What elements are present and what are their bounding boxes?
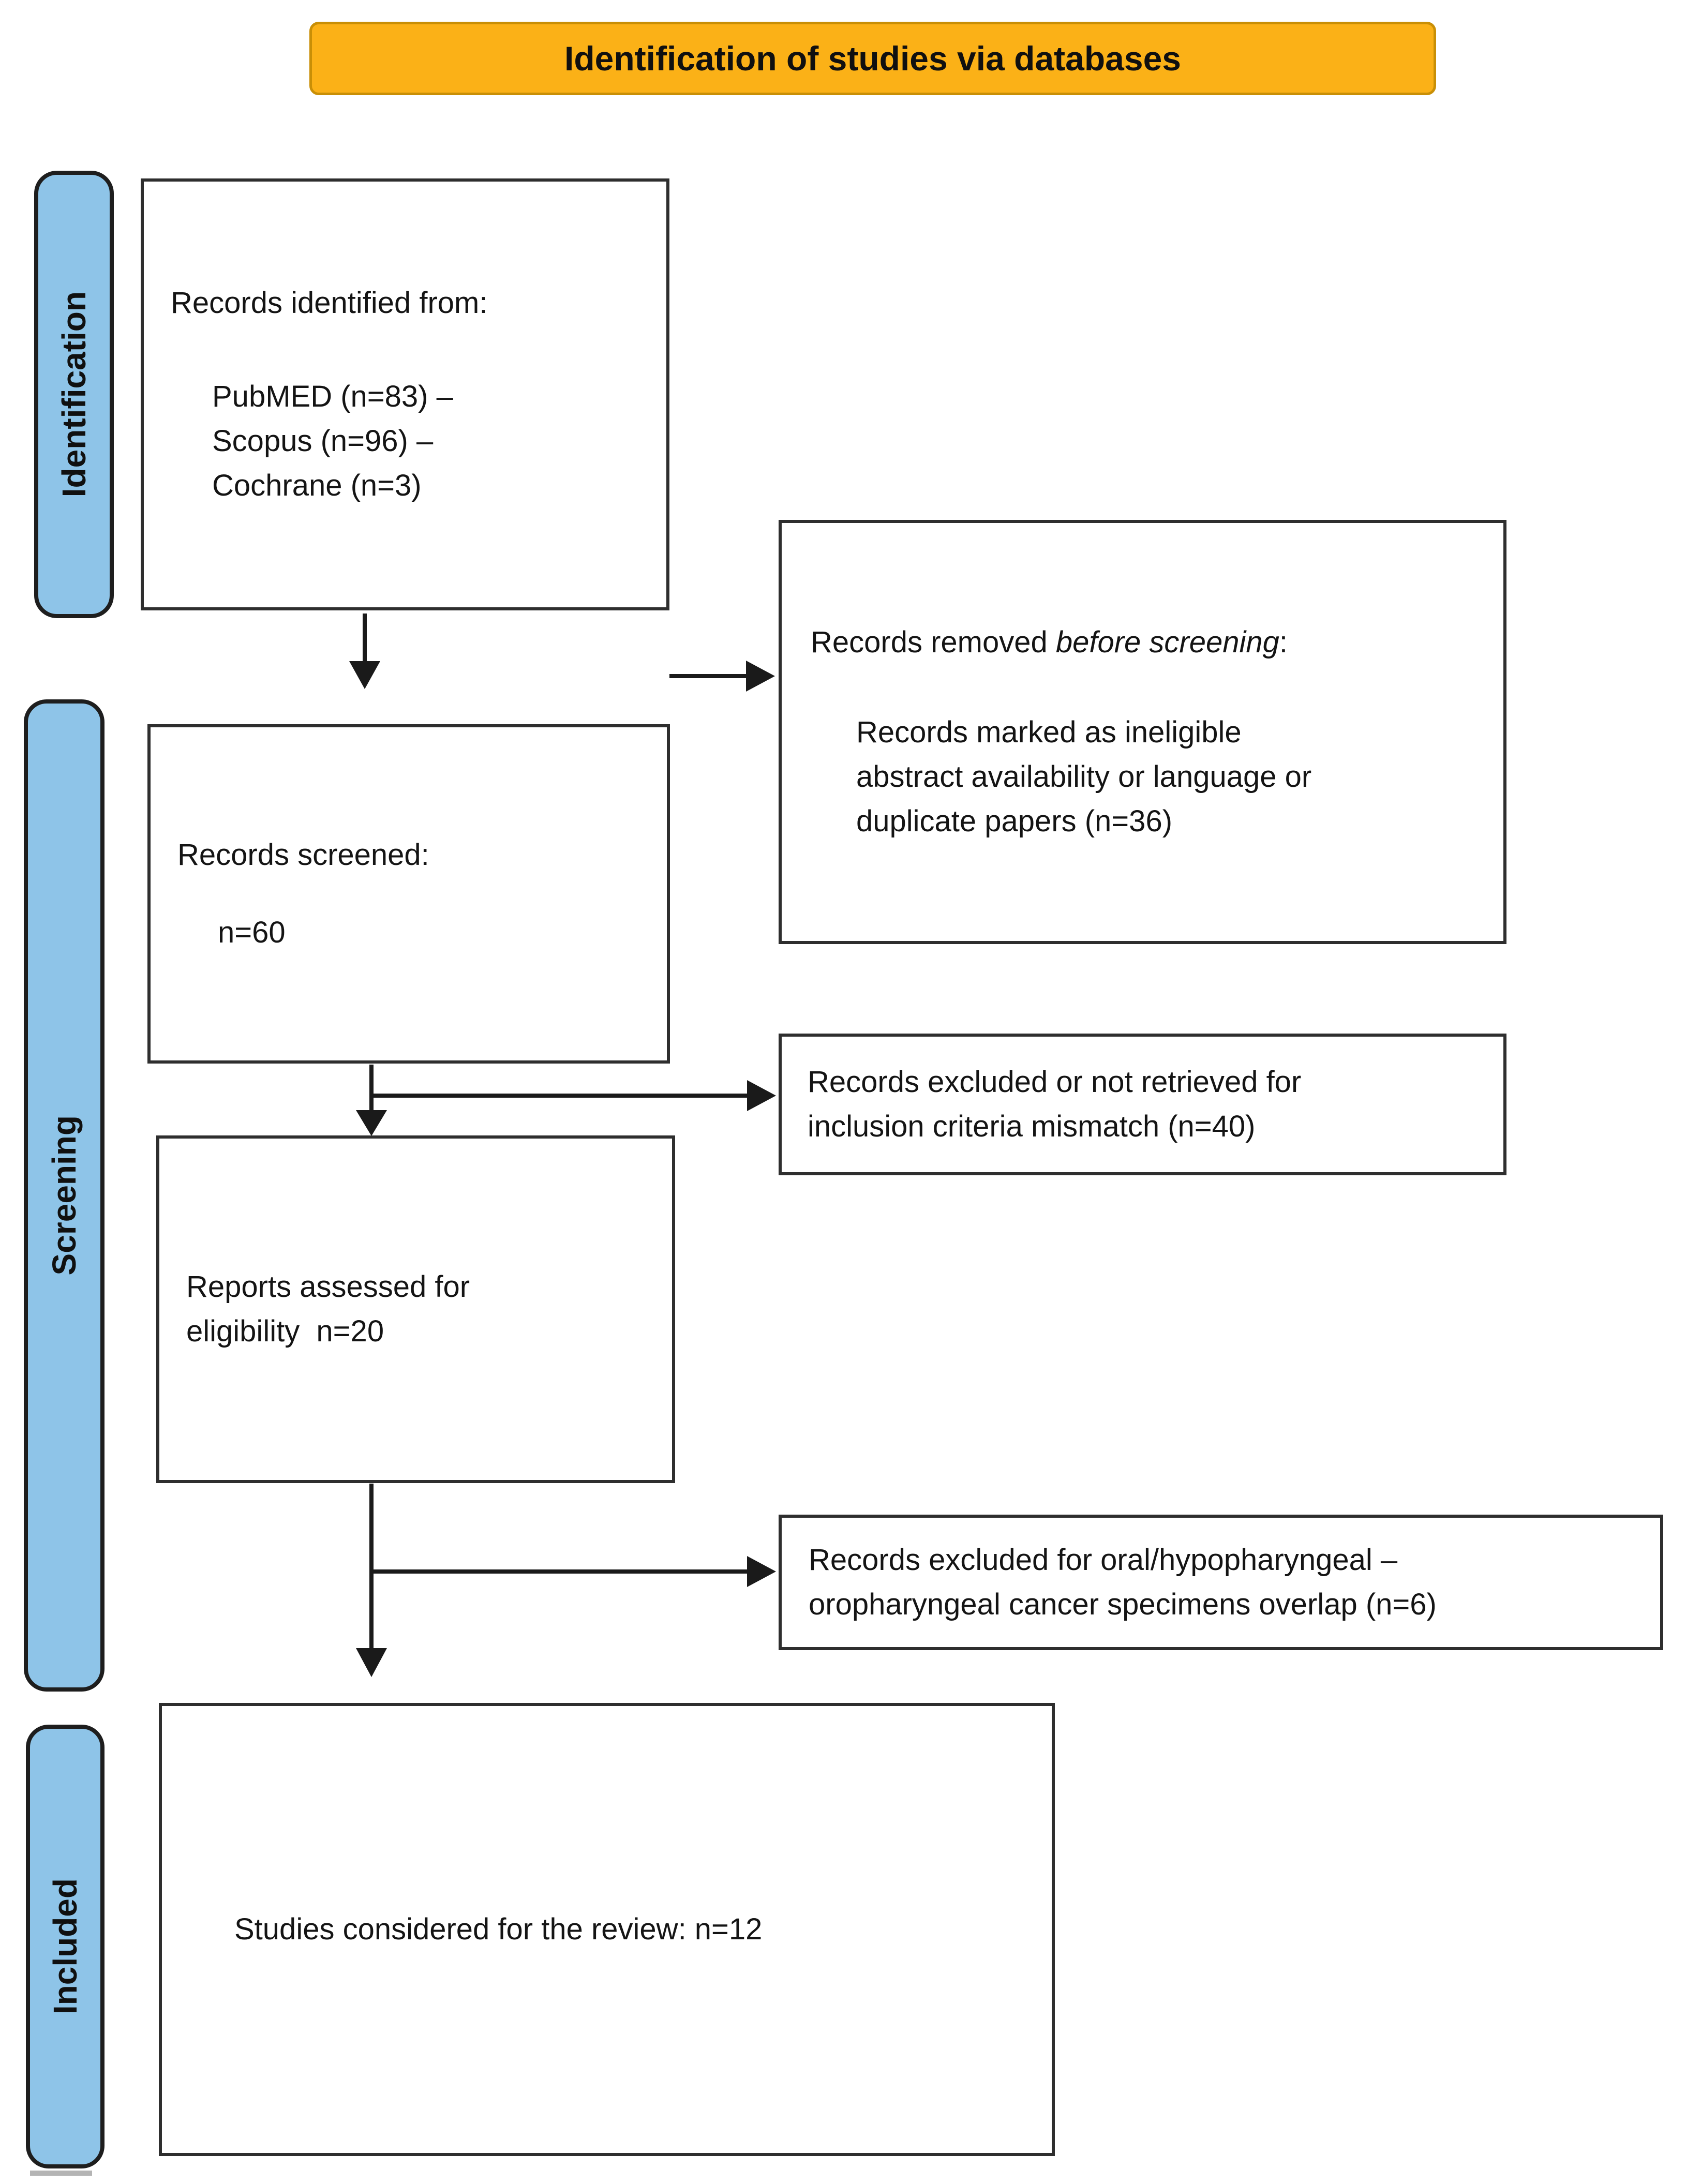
records-excluded-line-1: Records excluded or not retrieved for: [808, 1065, 1302, 1099]
box-records-screened: Records screened: n=60: [147, 724, 670, 1064]
box-reports-assessed: Reports assessed for eligibility n=20: [156, 1135, 675, 1483]
stage-screening-text: Screening: [46, 1115, 83, 1276]
studies-included-text: Studies considered for the review: n=12: [234, 1912, 763, 1946]
stage-label-identification: Identification: [34, 171, 114, 618]
records-removed-title: Records removed before screening:: [811, 620, 1491, 665]
stage-identification-text: Identification: [55, 291, 93, 498]
reports-assessed-line-2: eligibility n=20: [186, 1314, 384, 1348]
records-removed-line-2: abstract availability or language or: [856, 760, 1312, 794]
records-removed-line-3: duplicate papers (n=36): [856, 804, 1173, 838]
box-records-excluded-not-retrieved: Records excluded or not retrieved for in…: [779, 1034, 1506, 1175]
records-removed-title-suffix: :: [1279, 625, 1288, 659]
records-removed-title-italic: before screening: [1055, 625, 1279, 659]
source-cochrane: Cochrane (n=3): [212, 469, 422, 502]
source-scopus: Scopus (n=96) –: [212, 424, 434, 458]
records-identified-title: Records identified from:: [171, 286, 488, 320]
stage-label-included: Included: [26, 1725, 105, 2168]
records-excluded-overlap-line-2: oropharyngeal cancer specimens overlap (…: [809, 1588, 1437, 1621]
box-studies-included: Studies considered for the review: n=12: [159, 1703, 1055, 2156]
stage-label-screening: Screening: [24, 699, 105, 1692]
records-excluded-overlap-line-1: Records excluded for oral/hypopharyngeal…: [809, 1543, 1398, 1577]
box-records-excluded-overlap: Records excluded for oral/hypopharyngeal…: [779, 1515, 1663, 1650]
arrow-to-removed-before-screening: [669, 661, 775, 692]
diagram-title: Identification of studies via databases: [564, 39, 1181, 78]
box-records-identified: Records identified from: PubMED (n=83) –…: [141, 178, 669, 610]
arrow-identified-to-screened: [349, 614, 380, 689]
stage-included-text: Included: [47, 1878, 84, 2015]
cropped-line-artifact: [30, 2171, 92, 2176]
records-removed-line-1: Records marked as ineligible: [856, 715, 1242, 749]
records-removed-detail: Records marked as ineligible abstract av…: [811, 710, 1491, 844]
diagram-title-banner: Identification of studies via databases: [309, 22, 1436, 95]
arrow-screened-to-assessed: [356, 1065, 776, 1136]
reports-assessed-line-1: Reports assessed for: [186, 1270, 470, 1304]
arrow-assessed-to-included: [356, 1484, 776, 1677]
box-records-removed-before-screening: Records removed before screening: Record…: [779, 520, 1506, 944]
records-screened-title: Records screened:: [177, 838, 429, 872]
source-pubmed: PubMED (n=83) –: [212, 380, 453, 413]
records-removed-title-prefix: Records removed: [811, 625, 1056, 659]
records-identified-sources: PubMED (n=83) – Scopus (n=96) – Cochrane…: [171, 375, 656, 508]
records-excluded-line-2: inclusion criteria mismatch (n=40): [808, 1110, 1256, 1143]
records-screened-count: n=60: [218, 916, 286, 949]
